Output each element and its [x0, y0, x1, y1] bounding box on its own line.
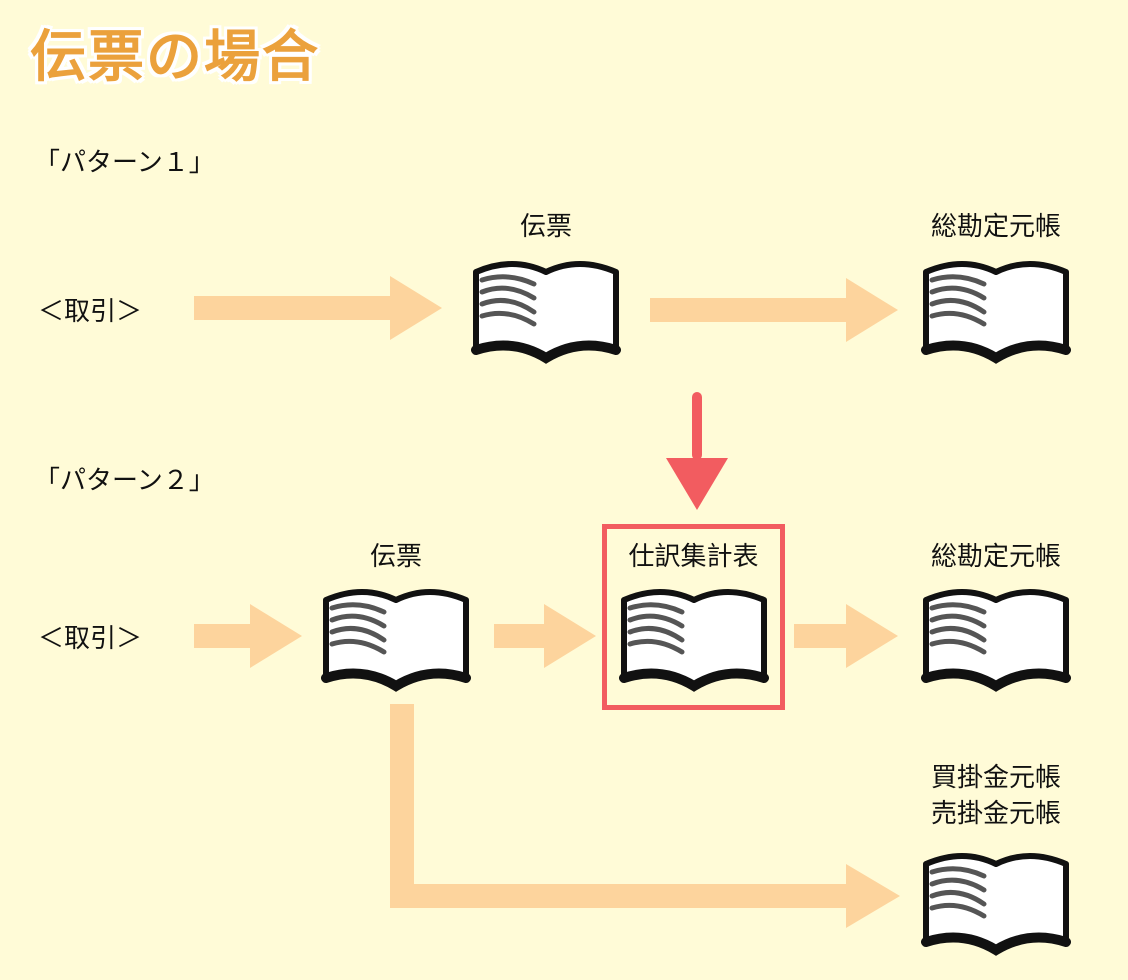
- pattern-2-general-ledger-book-icon: [918, 586, 1074, 692]
- transition-down-arrow: [666, 392, 728, 510]
- pattern-2-slip-book-icon: [318, 586, 474, 692]
- accounts-receivable-ledger-label: 売掛金元帳: [930, 799, 1061, 829]
- pattern-2-subledger-caption: 買掛金元帳 売掛金元帳: [900, 760, 1092, 832]
- pattern-1-general-ledger-book-icon: [918, 258, 1074, 364]
- pattern-2-general-ledger-caption: 総勘定元帳: [930, 542, 1061, 572]
- pattern-2-arrow-transaction-to-slip: [194, 604, 302, 668]
- pattern-2-subledger-book-icon: [918, 850, 1074, 956]
- pattern-2-label: 「パターン２」: [34, 466, 215, 496]
- pattern-2-arrow-slip-to-subledgers: [390, 704, 900, 928]
- pattern-1-slip-caption: 伝票: [519, 212, 572, 242]
- journal-summary-highlight-box: [602, 524, 785, 710]
- pattern-1-transaction-label: ＜取引＞: [38, 297, 143, 327]
- accounts-payable-ledger-label: 買掛金元帳: [930, 763, 1061, 793]
- pattern-2-slip-caption: 伝票: [369, 542, 422, 572]
- page-title: 伝票の場合: [30, 25, 320, 90]
- pattern-1-arrow-transaction-to-slip: [194, 276, 442, 340]
- pattern-2-transaction-label: ＜取引＞: [38, 624, 143, 654]
- pattern-1-general-ledger-caption: 総勘定元帳: [930, 212, 1061, 242]
- pattern-2-arrow-summary-to-ledger: [794, 604, 898, 668]
- pattern-2-journal-summary-book-icon: [616, 586, 772, 692]
- pattern-2-arrow-slip-to-summary: [494, 604, 596, 668]
- pattern-2-journal-summary-caption: 仕訳集計表: [628, 542, 759, 572]
- pattern-1-label: 「パターン１」: [34, 148, 215, 178]
- pattern-1-slip-book-icon: [468, 258, 624, 364]
- pattern-1-arrow-slip-to-ledger: [650, 278, 898, 342]
